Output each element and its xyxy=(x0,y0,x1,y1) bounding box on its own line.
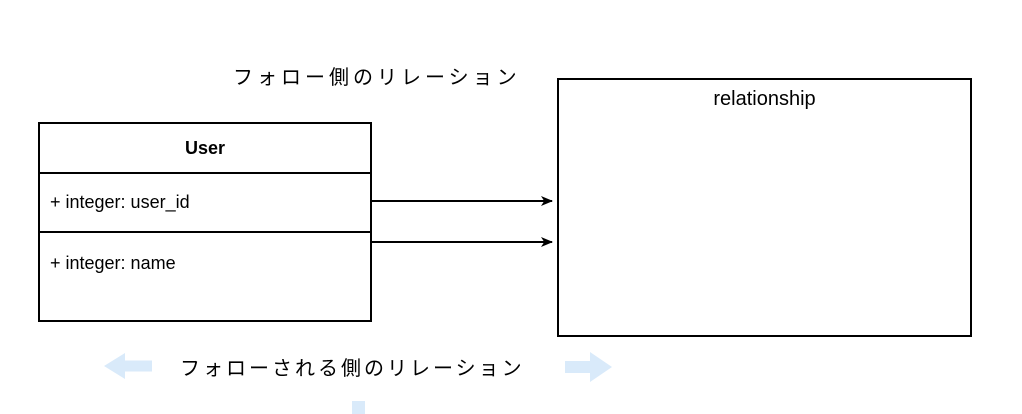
relationship-entity-box: relationship xyxy=(557,78,972,337)
right-arrow-icon xyxy=(565,352,612,382)
left-arrow-icon xyxy=(104,353,152,379)
relationship-entity-title: relationship xyxy=(713,88,816,110)
followed-side-relation-label: フォローされる側のリレーション xyxy=(180,358,525,380)
user-attribute-user-id: + integer: user_id xyxy=(40,174,370,233)
user-entity-title: User xyxy=(40,124,370,174)
user-entity-box: User + integer: user_id + integer: name xyxy=(38,122,372,322)
follow-side-relation-label: フォロー側のリレーション xyxy=(233,67,521,89)
down-arrow-partial-icon xyxy=(352,401,365,414)
user-attribute-name: + integer: name xyxy=(50,253,176,273)
